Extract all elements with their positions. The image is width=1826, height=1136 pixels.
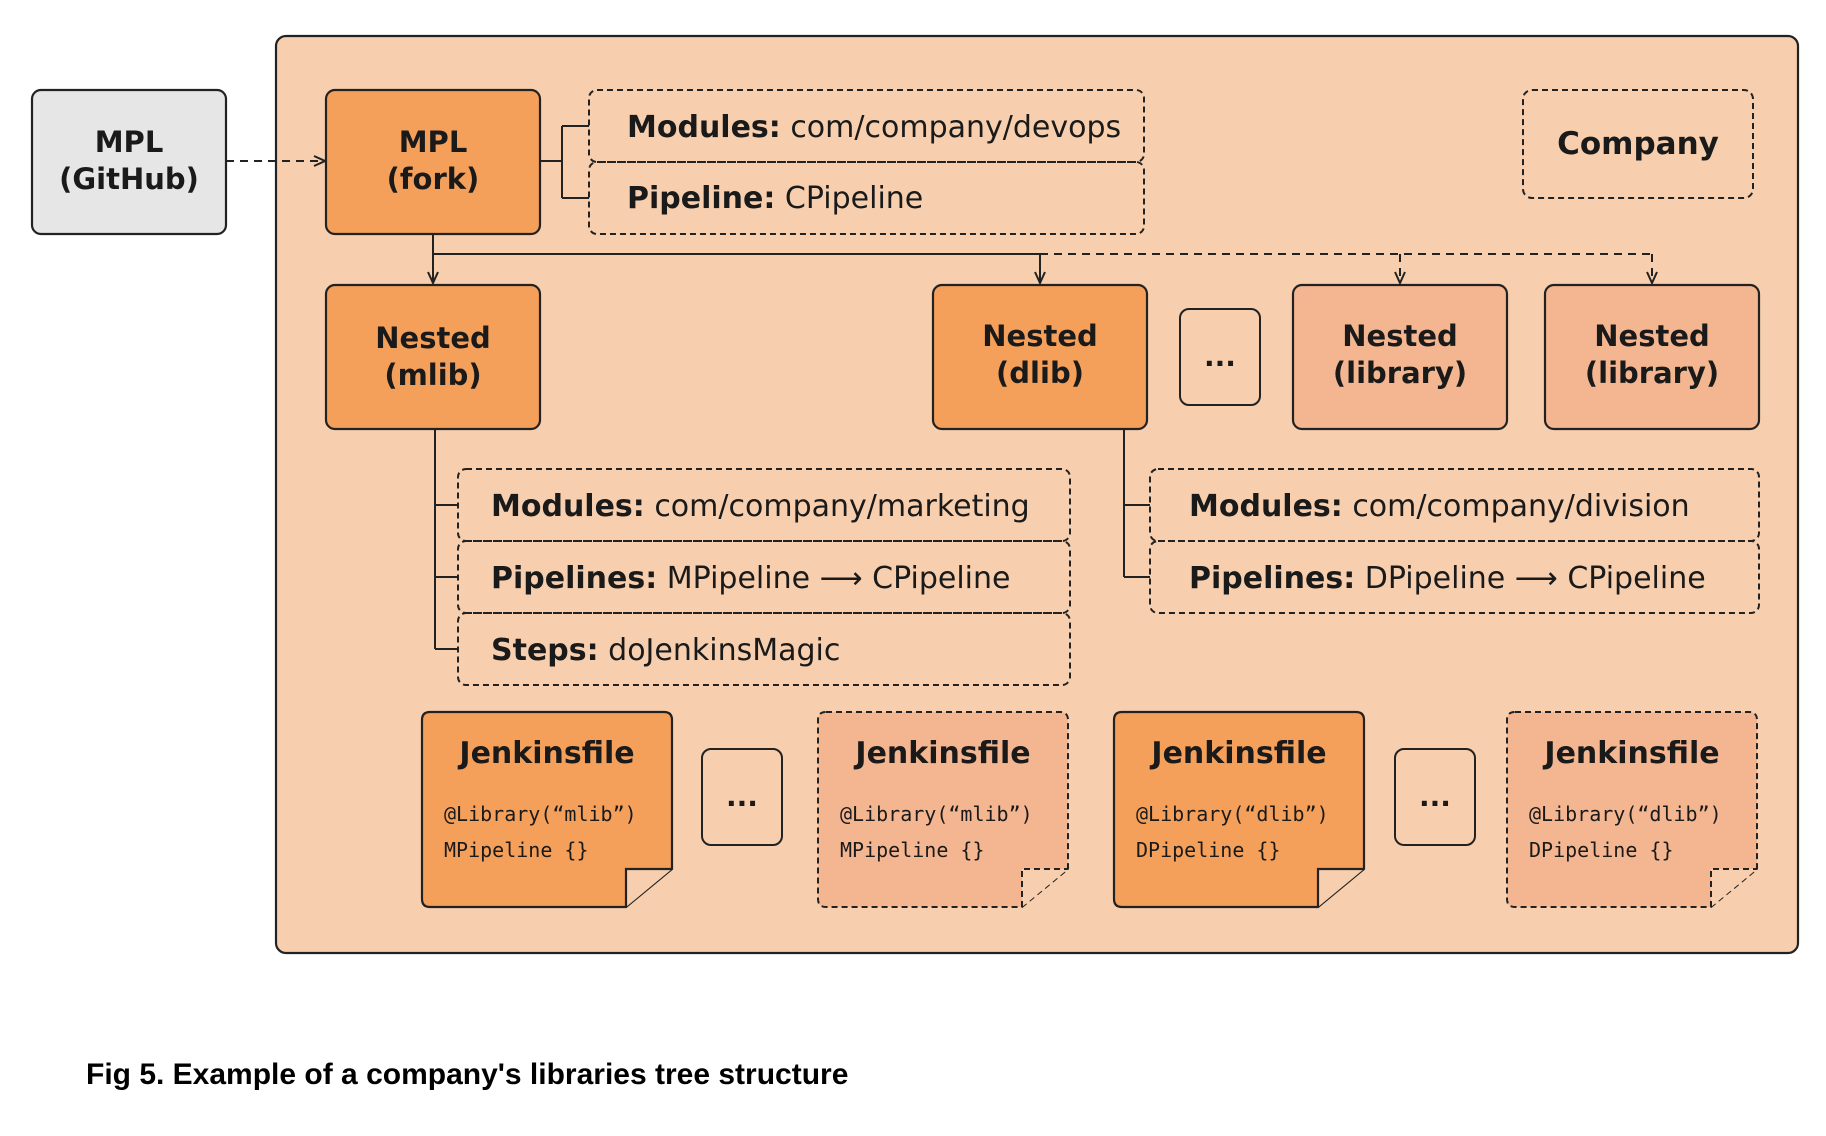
dlib-details-connector: [1123, 429, 1150, 578]
mlib-detail-box-1: [457, 468, 1071, 542]
jenkinsfile-ellipsis-2-label: ...: [1419, 780, 1451, 813]
nested-dlib-line1: Nested: [982, 319, 1098, 353]
mpl-fork-line2: (fork): [387, 162, 480, 196]
fork-pipeline-key: Pipeline:: [627, 181, 775, 216]
nested-mlib-node: Nested (mlib): [324, 283, 542, 431]
dlib-modules-value: com/company/division: [1343, 489, 1690, 524]
mlib-pipelines-value: MPipeline ⟶ CPipeline: [657, 561, 1010, 596]
nested-library-1-node: Nested (library): [1291, 283, 1509, 431]
jenkinsfile-ellipsis-2: ...: [1394, 748, 1476, 846]
fork-detail-modules: Modules: com/company/devops: [627, 110, 1121, 145]
jenkinsfile-3: Jenkinsfile @Library(“dlib”) DPipeline {…: [1112, 710, 1366, 909]
jenkinsfile-2-line2: MPipeline {}: [840, 838, 985, 862]
fork-to-nested-solid-lines: [432, 234, 1040, 255]
dlib-pipelines-key: Pipelines:: [1189, 561, 1355, 596]
mlib-details-connector: [434, 429, 458, 650]
jenkinsfile-3-title: Jenkinsfile: [1149, 736, 1326, 771]
dlib-modules-key: Modules:: [1189, 489, 1343, 524]
jenkinsfile-2: Jenkinsfile @Library(“mlib”) MPipeline {…: [817, 711, 1069, 908]
nested-library-2-line2: (library): [1585, 356, 1719, 390]
nested-library-2-line1: Nested: [1594, 319, 1710, 353]
fork-modules-key: Modules:: [627, 110, 781, 145]
jenkinsfile-2-title: Jenkinsfile: [853, 736, 1030, 771]
nested-library-1-line1: Nested: [1342, 319, 1458, 353]
mlib-detail-box-2: [457, 540, 1071, 614]
nested-library-1-line2: (library): [1333, 356, 1467, 390]
company-label: Company: [1557, 126, 1719, 162]
mpl-fork-node: MPL (fork): [324, 88, 542, 236]
mpl-github-line2: (GitHub): [59, 162, 199, 196]
nested-dlib-line2: (dlib): [996, 356, 1084, 390]
nested-mlib-line1: Nested: [375, 321, 491, 355]
jenkinsfile-1: Jenkinsfile @Library(“mlib”) MPipeline {…: [420, 710, 674, 909]
mlib-modules-key: Modules:: [491, 489, 645, 524]
nested-library-2-node: Nested (library): [1543, 283, 1761, 431]
mlib-modules-value: com/company/marketing: [645, 489, 1030, 524]
jenkinsfile-1-title: Jenkinsfile: [457, 736, 634, 771]
jenkinsfile-ellipsis-1-label: ...: [726, 780, 758, 813]
jenkinsfile-4-line2: DPipeline {}: [1529, 838, 1674, 862]
mlib-steps-value: doJenkinsMagic: [599, 633, 841, 668]
fork-modules-value: com/company/devops: [781, 110, 1121, 145]
mlib-detail-box-3: [457, 612, 1071, 686]
nested-ellipsis-label: ...: [1204, 340, 1236, 373]
jenkinsfile-3-line2: DPipeline {}: [1136, 838, 1281, 862]
jenkinsfile-1-line1: @Library(“mlib”): [444, 802, 637, 826]
nested-ellipsis-node: ...: [1179, 308, 1261, 406]
fork-pipeline-value: CPipeline: [775, 181, 923, 216]
jenkinsfile-4-title: Jenkinsfile: [1542, 736, 1719, 771]
nested-dlib-node: Nested (dlib): [931, 283, 1149, 431]
fork-details-connector: [540, 125, 589, 199]
mpl-github-line1: MPL: [95, 125, 164, 159]
figure-caption: Fig 5. Example of a company's libraries …: [86, 1058, 848, 1091]
mlib-steps-key: Steps:: [491, 633, 599, 668]
nested-mlib-line2: (mlib): [384, 358, 481, 392]
mpl-fork-line1: MPL: [399, 125, 468, 159]
jenkinsfile-4: Jenkinsfile @Library(“dlib”) DPipeline {…: [1506, 711, 1758, 908]
dlib-detail-box-2: [1149, 540, 1760, 614]
dlib-pipelines-value: DPipeline ⟶ CPipeline: [1355, 561, 1705, 596]
jenkinsfile-2-line1: @Library(“mlib”): [840, 802, 1033, 826]
mlib-detail-pipelines: Pipelines: MPipeline ⟶ CPipeline: [491, 561, 1010, 596]
dlib-detail-box-1: [1149, 468, 1760, 542]
jenkinsfile-3-line1: @Library(“dlib”): [1136, 802, 1329, 826]
mlib-pipelines-key: Pipelines:: [491, 561, 657, 596]
mpl-github-node: MPL (GitHub): [30, 88, 228, 236]
mlib-detail-modules: Modules: com/company/marketing: [491, 489, 1030, 524]
dlib-detail-pipelines: Pipelines: DPipeline ⟶ CPipeline: [1189, 561, 1706, 596]
fork-detail-pipeline: Pipeline: CPipeline: [627, 181, 923, 216]
jenkinsfile-1-line2: MPipeline {}: [444, 838, 589, 862]
jenkinsfile-ellipsis-1: ...: [701, 748, 783, 846]
jenkinsfile-4-line1: @Library(“dlib”): [1529, 802, 1722, 826]
company-label-box: Company: [1522, 89, 1754, 199]
mlib-detail-steps: Steps: doJenkinsMagic: [491, 633, 840, 668]
dlib-detail-modules: Modules: com/company/division: [1189, 489, 1690, 524]
